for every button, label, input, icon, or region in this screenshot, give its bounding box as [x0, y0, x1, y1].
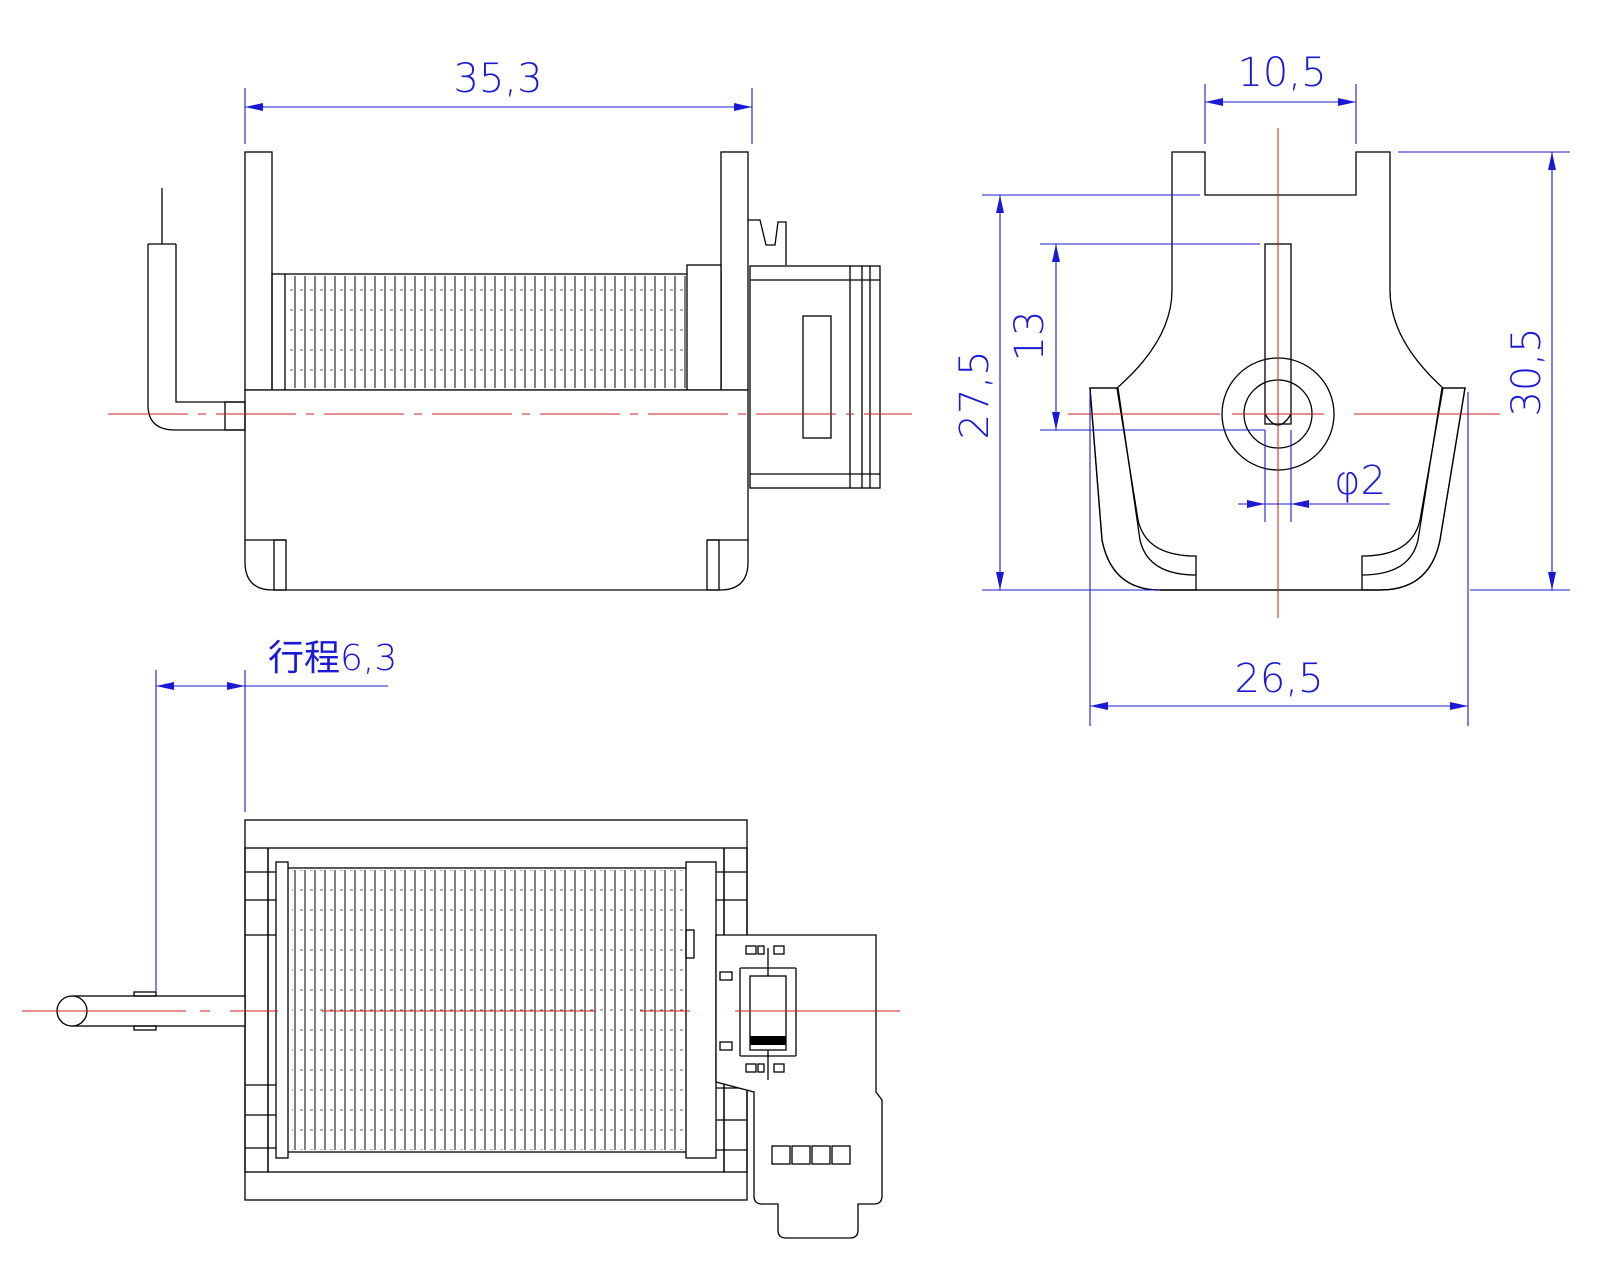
end-left-bracket-inner: [1117, 387, 1197, 576]
top-coil-left-flange: [275, 861, 289, 1159]
dim-base-width-arrow-left: [1090, 702, 1108, 710]
side-coil-flange: [686, 264, 722, 391]
side-plunger-stub: [224, 401, 246, 431]
dim-length-arrow-right: [734, 103, 752, 111]
dim-stroke-arrow-left: [156, 682, 174, 690]
diode-band: [750, 1036, 786, 1045]
side-coil-hatch: [285, 276, 687, 388]
dim-top-width-label: 10,5: [1237, 50, 1326, 96]
terminal-pin-3: [811, 1145, 831, 1165]
diode-pad-top-left: [745, 945, 757, 955]
diode-pad-top-left-2: [757, 945, 765, 955]
diode-pad-bottom-left: [745, 1063, 757, 1073]
dim-diameter-arrow-right: [1291, 500, 1309, 508]
terminal-pin-1: [771, 1145, 791, 1165]
top-coil-right-flange: [685, 861, 717, 1159]
board-hole-top: [719, 971, 733, 981]
dim-base-width-label: 26,5: [1234, 656, 1323, 702]
top-view: 行程6,3: [22, 638, 900, 1239]
side-right-post: [720, 151, 749, 391]
side-connector-window: [802, 315, 832, 439]
dim-top-width-arrow-right: [1338, 98, 1356, 106]
side-left-post: [244, 151, 273, 391]
dim-length-arrow-left: [245, 103, 263, 111]
side-plunger-rod: [147, 244, 245, 431]
diode-pad-top-right: [773, 945, 785, 955]
top-coil-hatch: [292, 870, 684, 1150]
top-plunger-collar: [133, 991, 157, 997]
board-hole-bottom: [719, 1041, 733, 1051]
dim-plunger-arrow-top: [1052, 244, 1060, 262]
dim-diameter-arrow-left: [1247, 500, 1265, 508]
dim-height-outer-arrow-top: [1548, 152, 1556, 170]
top-plunger-collar-bottom: [133, 1025, 157, 1031]
diode-pad-bottom-left-2: [757, 1063, 765, 1073]
diode-pad-bottom-right: [773, 1063, 785, 1073]
side-plunger-rod-inner: [175, 244, 245, 403]
top-coil-right-tab: [685, 929, 695, 959]
dim-height-inner-label: 27,5: [952, 350, 998, 439]
end-view: 10,5 27,5 13 φ2 30,5 26,5: [952, 50, 1570, 726]
dim-height-outer-label: 30,5: [1504, 327, 1550, 416]
dim-base-width-arrow-right: [1450, 702, 1468, 710]
side-clip-tab: [748, 219, 787, 265]
dim-stroke-arrow-right: [227, 682, 245, 690]
dim-plunger-arrow-bottom: [1052, 412, 1060, 430]
side-view: 35,3: [108, 56, 912, 591]
dim-stroke-label: 行程6,3: [268, 638, 397, 679]
dim-height-inner-arrow-bottom: [996, 572, 1004, 590]
terminal-pin-4: [831, 1145, 851, 1165]
dim-length-label: 35,3: [453, 56, 542, 102]
dim-plunger-label: 13: [1007, 311, 1053, 362]
side-lower-frame: [244, 389, 749, 591]
dim-diameter-label: φ2: [1334, 458, 1386, 504]
dim-height-inner-arrow-top: [996, 195, 1004, 213]
end-right-bracket-inner: [1361, 387, 1443, 576]
terminal-pin-2: [791, 1145, 811, 1165]
dim-top-width-arrow-left: [1205, 98, 1223, 106]
dim-height-outer-arrow-bottom: [1548, 572, 1556, 590]
